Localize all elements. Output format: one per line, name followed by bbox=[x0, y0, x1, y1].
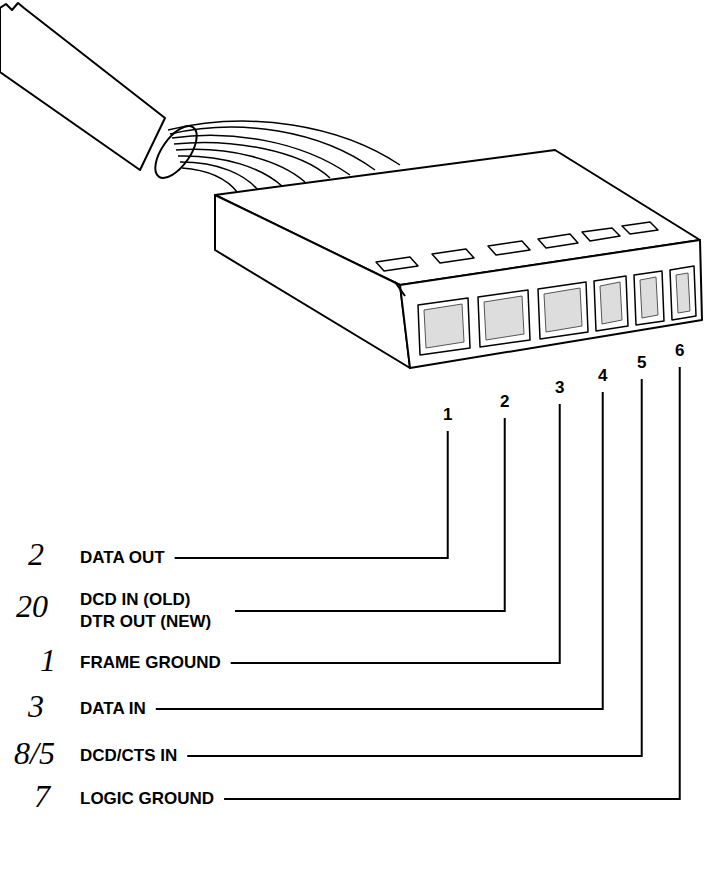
cable-jacket bbox=[0, 3, 165, 170]
db25-pin-number: 1 bbox=[40, 642, 56, 679]
pin-slots bbox=[418, 266, 696, 355]
pin-number: 1 bbox=[443, 405, 452, 425]
signal-name: DATA OUT bbox=[80, 547, 165, 569]
pin-number: 2 bbox=[500, 392, 509, 412]
leader-line bbox=[231, 404, 560, 663]
db25-pin-number: 2 bbox=[28, 536, 44, 573]
db25-pin-number: 3 bbox=[28, 688, 44, 725]
slot-contacts bbox=[424, 273, 690, 348]
signal-name: DCD/CTS IN bbox=[80, 745, 177, 767]
pin-number: 5 bbox=[637, 353, 646, 373]
connector-side-face bbox=[215, 195, 410, 368]
signal-name: LOGIC GROUND bbox=[80, 788, 214, 810]
leader-line bbox=[156, 392, 603, 709]
pin-number: 4 bbox=[598, 366, 607, 386]
leader-line bbox=[235, 418, 505, 611]
db25-pin-number: 8/5 bbox=[14, 735, 55, 772]
signal-name: DATA IN bbox=[80, 698, 146, 720]
leader-line bbox=[187, 379, 641, 756]
db25-pin-number: 20 bbox=[16, 588, 48, 625]
leader-line bbox=[224, 367, 680, 799]
leader-line bbox=[175, 431, 448, 558]
db25-pin-number: 7 bbox=[34, 778, 50, 815]
signal-name: FRAME GROUND bbox=[80, 652, 221, 674]
pin-number: 3 bbox=[555, 378, 564, 398]
pin-number: 6 bbox=[675, 341, 684, 361]
connector-front-face bbox=[400, 240, 702, 368]
locking-ribs bbox=[376, 222, 658, 271]
signal-name: DCD IN (OLD) DTR OUT (NEW) bbox=[80, 589, 225, 633]
